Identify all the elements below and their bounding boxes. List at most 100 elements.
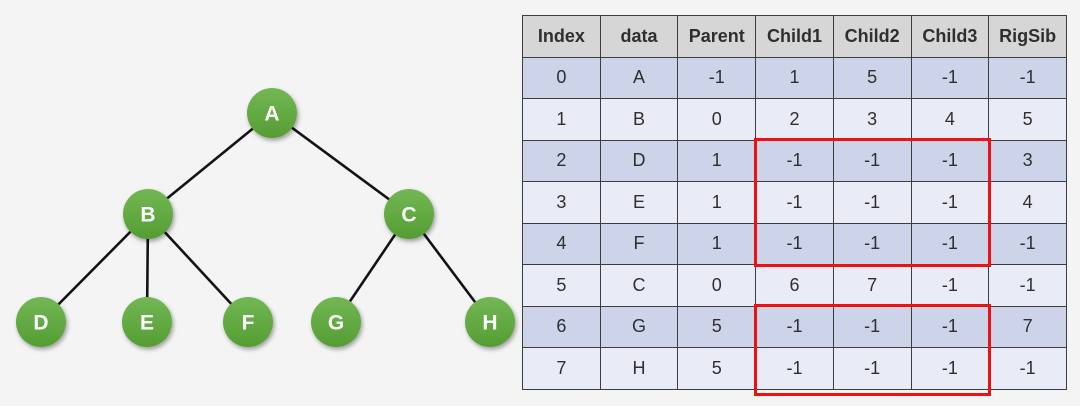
tree-node-circle-B (123, 189, 173, 239)
cell-row4-index: 4 (522, 222, 601, 265)
tree-node-label-D: D (33, 312, 48, 335)
column-header-child1: Child1 (755, 15, 834, 58)
cell-row6-data: G (599, 305, 679, 348)
cell-row2-parent: 1 (677, 139, 757, 182)
cell-row2-child1: -1 (755, 139, 834, 182)
cell-row1-parent: 0 (677, 98, 757, 141)
cell-row7-parent: 5 (677, 347, 757, 390)
column-header-child2: Child2 (832, 15, 912, 58)
cell-row4-child1: -1 (755, 222, 834, 265)
tree-edge-A-B (146, 111, 274, 216)
cell-row1-rigsib: 5 (988, 98, 1067, 141)
cell-row7-data: H (599, 347, 679, 390)
cell-row2-index: 2 (522, 139, 601, 182)
cell-row6-child2: -1 (832, 305, 912, 348)
cell-row5-data: C (599, 264, 679, 307)
cell-row6-rigsib: 7 (988, 305, 1067, 348)
cell-row0-parent: -1 (677, 56, 757, 99)
cell-row6-parent: 5 (677, 305, 757, 348)
cell-row5-child3: -1 (910, 264, 990, 307)
tree-node-D: D (16, 297, 66, 347)
cell-row5-child2: 7 (832, 264, 912, 307)
cell-row4-data: F (599, 222, 679, 265)
cell-row1-data: B (599, 98, 679, 141)
cell-row4-child3: -1 (910, 222, 990, 265)
cell-row7-index: 7 (522, 347, 601, 390)
tree-node-circle-H (465, 297, 515, 347)
tree-node-label-C: C (401, 204, 416, 227)
cell-row3-rigsib: 4 (988, 181, 1067, 224)
tree-node-E: E (122, 297, 172, 347)
cell-row0-index: 0 (522, 56, 601, 99)
cell-row3-child1: -1 (755, 181, 834, 224)
tree-node-C: C (384, 189, 434, 239)
tree-node-circle-E (122, 297, 172, 347)
tree-node-label-E: E (140, 312, 154, 335)
cell-row2-rigsib: 3 (988, 139, 1067, 182)
cell-row6-child1: -1 (755, 305, 834, 348)
tree-node-A: A (247, 88, 297, 138)
cell-row3-index: 3 (522, 181, 601, 224)
column-header-index: Index (522, 15, 601, 58)
cell-row7-child2: -1 (832, 347, 912, 390)
tree-node-B: B (123, 189, 173, 239)
cell-row0-rigsib: -1 (988, 56, 1067, 99)
tree-edge-B-D (39, 212, 150, 324)
cell-row0-data: A (599, 56, 679, 99)
cell-row5-parent: 0 (677, 264, 757, 307)
tree-node-circle-C (384, 189, 434, 239)
tree-node-label-H: H (482, 312, 497, 335)
tree-diagram: A B C D E F G H (16, 88, 515, 347)
cell-row3-parent: 1 (677, 181, 757, 224)
cell-row7-rigsib: -1 (988, 347, 1067, 390)
column-header-parent: Parent (677, 15, 757, 58)
cell-row7-child3: -1 (910, 347, 990, 390)
tree-node-circle-A (247, 88, 297, 138)
cell-row6-index: 6 (522, 305, 601, 348)
tree-node-circle-D (16, 297, 66, 347)
cell-row2-child3: -1 (910, 139, 990, 182)
tree-node-G: G (311, 297, 361, 347)
column-header-child3: Child3 (910, 15, 990, 58)
tree-node-circle-F (223, 297, 273, 347)
tree-node-label-A: A (264, 103, 279, 126)
cell-row5-rigsib: -1 (988, 264, 1067, 307)
column-header-data: data (599, 15, 679, 58)
tree-node-label-G: G (328, 312, 344, 335)
column-header-rigsib: RigSib (988, 15, 1067, 58)
cell-row0-child3: -1 (910, 56, 990, 99)
cell-row1-child1: 2 (755, 98, 834, 141)
cell-row5-child1: 6 (755, 264, 834, 307)
cell-row0-child2: 5 (832, 56, 912, 99)
tree-node-H: H (465, 297, 515, 347)
tree-edge-A-C (270, 111, 411, 216)
cell-row5-index: 5 (522, 264, 601, 307)
tree-node-circle-G (311, 297, 361, 347)
tree-node-label-B: B (140, 204, 155, 227)
cell-row3-child3: -1 (910, 181, 990, 224)
cell-row3-data: E (599, 181, 679, 224)
cell-row4-child2: -1 (832, 222, 912, 265)
cell-row2-child2: -1 (832, 139, 912, 182)
cell-row4-parent: 1 (677, 222, 757, 265)
tree-node-F: F (223, 297, 273, 347)
cell-row1-child2: 3 (832, 98, 912, 141)
tree-node-label-F: F (242, 312, 255, 335)
cell-row7-child1: -1 (755, 347, 834, 390)
cell-row1-index: 1 (522, 98, 601, 141)
cell-row4-rigsib: -1 (988, 222, 1067, 265)
cell-row6-child3: -1 (910, 305, 990, 348)
cell-row2-data: D (599, 139, 679, 182)
